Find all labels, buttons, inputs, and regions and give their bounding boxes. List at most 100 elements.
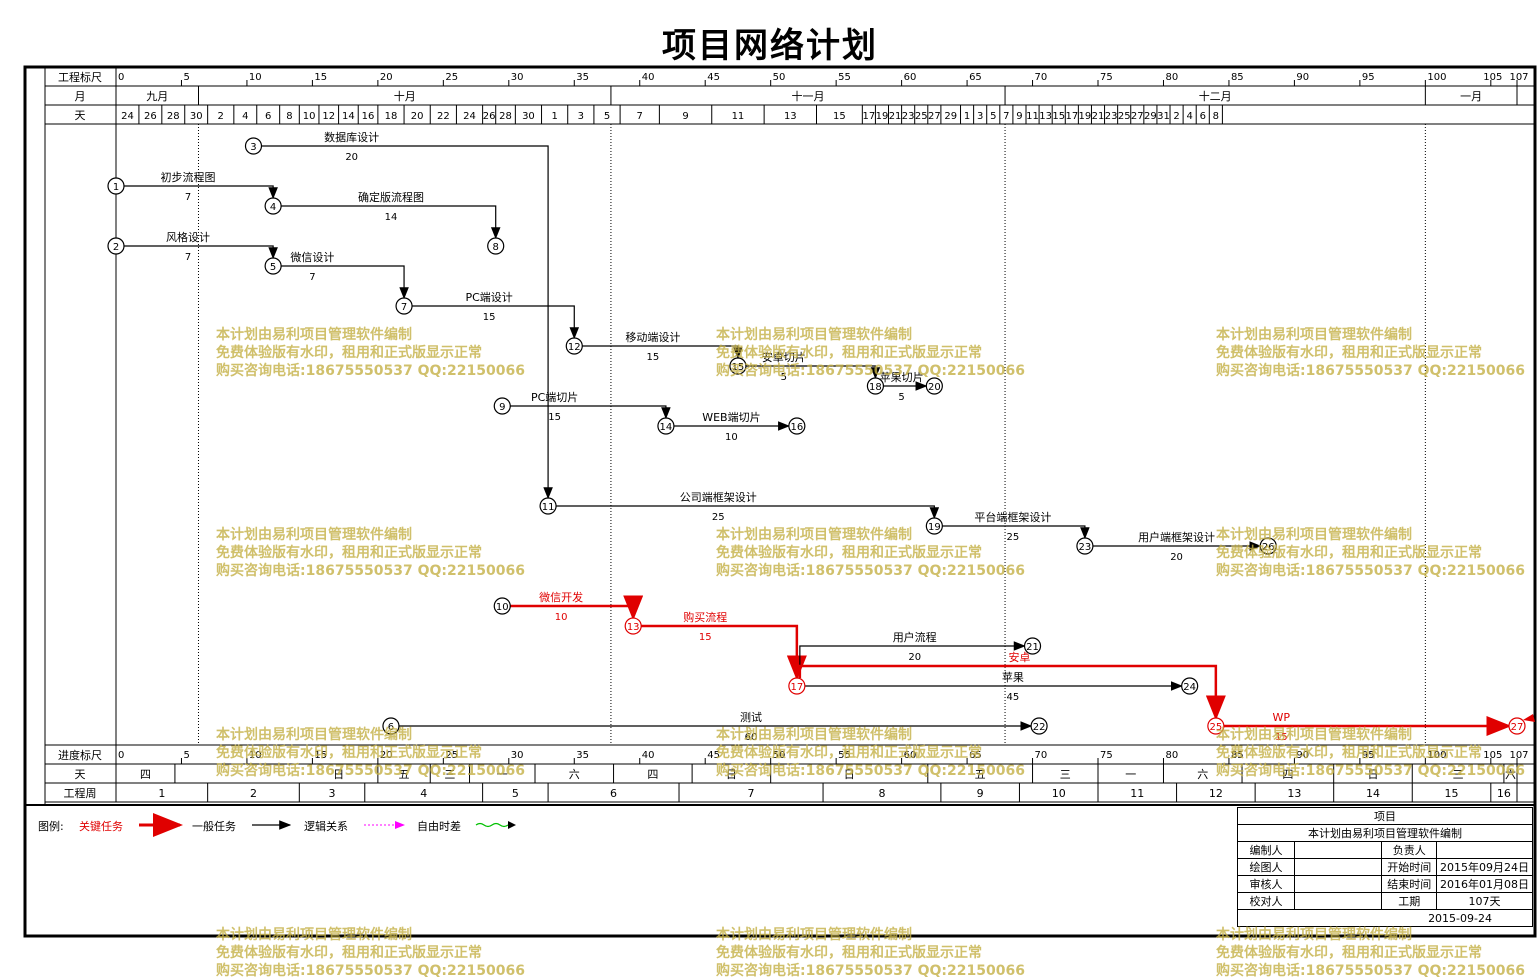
event-node-number: 4 — [270, 202, 276, 213]
day-cell: 26 — [483, 111, 496, 122]
event-node — [107, 177, 125, 195]
event-node-number: 13 — [627, 622, 640, 633]
event-node — [487, 237, 505, 255]
day-cell: 13 — [784, 111, 797, 122]
progress-tick-label: 55 — [838, 750, 851, 761]
event-node — [925, 517, 943, 535]
week-cell: 1 — [158, 787, 165, 800]
task-duration: 15 — [548, 412, 561, 423]
weekday-cell: 六 — [1197, 768, 1208, 781]
progress-tick-label: 60 — [904, 750, 917, 761]
day-cell: 12 — [322, 111, 335, 122]
tb-r3-c0: 校对人 — [1237, 892, 1295, 910]
weekday-cell: 日 — [333, 768, 344, 781]
tb-r1-c1 — [1293, 858, 1383, 876]
progress-tick-label: 15 — [314, 750, 327, 761]
event-node-number: 8 — [493, 242, 499, 253]
task-duration: 7 — [185, 192, 191, 203]
task-arrow — [942, 525, 1090, 540]
task-duration: 5 — [898, 392, 904, 403]
scale-tick-label: 65 — [969, 72, 982, 83]
legend-free-float-sample — [475, 822, 509, 828]
tb-r0-c1 — [1293, 841, 1383, 859]
weekday-label: 天 — [75, 768, 86, 781]
title-block-project: 项目 — [1237, 807, 1533, 825]
week-cell: 3 — [329, 787, 336, 800]
day-cell: 20 — [411, 111, 424, 122]
event-node — [925, 377, 943, 395]
task-arrow — [510, 405, 671, 420]
progress-tick-label: 85 — [1231, 750, 1244, 761]
day-cell: 30 — [190, 111, 203, 122]
event-node-number: 9 — [499, 402, 505, 413]
task-name: 测试 — [740, 711, 762, 724]
event-node-number: 7 — [401, 302, 407, 313]
progress-tick-label: 70 — [1035, 750, 1048, 761]
day-cell: 25 — [1118, 111, 1131, 122]
day-cell: 28 — [167, 111, 180, 122]
week-cell: 16 — [1497, 787, 1511, 800]
weekday-cell: 四 — [647, 768, 658, 781]
scale-tick-label: 45 — [707, 72, 720, 83]
title-block-date: 2015-09-24 — [1237, 909, 1533, 927]
legend-free-float-arrow — [508, 821, 516, 829]
progress-tick-label: 5 — [183, 750, 189, 761]
scale-tick-label: 107 — [1509, 72, 1528, 83]
progress-tick-label: 40 — [642, 750, 655, 761]
event-node-number: 10 — [496, 602, 509, 613]
month-cell: 一月 — [1460, 90, 1482, 103]
day-cell: 16 — [362, 111, 375, 122]
week-cell: 6 — [610, 787, 617, 800]
month-label: 月 — [75, 90, 86, 103]
day-cell: 2 — [1173, 111, 1179, 122]
legend-normal-label: 一般任务 — [192, 820, 236, 833]
day-label: 天 — [75, 109, 86, 122]
tb-r3-c1 — [1293, 892, 1383, 910]
event-node-number: 6 — [388, 722, 394, 733]
task-duration: 20 — [1170, 552, 1183, 563]
weekday-cell: 三 — [444, 768, 455, 781]
event-node — [1181, 677, 1199, 695]
task-name: 平台端框架设计 — [974, 510, 1051, 524]
week-cell: 11 — [1130, 787, 1144, 800]
task-name: 购买流程 — [683, 610, 727, 624]
event-node — [539, 497, 557, 515]
task-duration: 10 — [725, 432, 738, 443]
task-arrow — [412, 305, 580, 340]
event-node — [1023, 637, 1042, 655]
scale-label: 工程标尺 — [58, 70, 102, 84]
task-duration: 45 — [1007, 692, 1020, 703]
day-cell: 10 — [303, 111, 316, 122]
event-node — [1030, 717, 1048, 735]
task-duration: 15 — [699, 632, 712, 643]
weekday-cell: 三 — [1060, 768, 1071, 781]
weekday-cell: 六 — [569, 768, 580, 781]
day-cell: 28 — [499, 111, 512, 122]
day-cell: 22 — [437, 111, 450, 122]
week-cell: 13 — [1287, 787, 1301, 800]
weekday-cell: 日 — [726, 768, 737, 781]
day-cell: 24 — [463, 111, 476, 122]
event-node — [264, 197, 282, 215]
week-cell: 8 — [878, 787, 885, 800]
day-cell: 1 — [964, 111, 970, 122]
event-node — [244, 137, 263, 155]
task-duration: 60 — [745, 732, 758, 743]
task-duration: 5 — [781, 372, 787, 383]
task-duration: 15 — [483, 312, 496, 323]
week-cell: 12 — [1209, 787, 1223, 800]
event-node — [1508, 717, 1526, 735]
task-arrow — [641, 624, 807, 681]
week-cell: 5 — [512, 787, 519, 800]
day-cell: 7 — [637, 111, 643, 122]
task-duration: 20 — [908, 652, 921, 663]
task-arrow — [798, 664, 1226, 721]
event-node-number: 11 — [542, 502, 555, 513]
scale-tick-label: 55 — [838, 72, 851, 83]
event-node-number: 5 — [270, 262, 276, 273]
task-name: 微信设计 — [290, 250, 334, 264]
event-node-number: 12 — [568, 342, 581, 353]
event-node-number: 19 — [928, 522, 941, 533]
task-name: 用户流程 — [893, 630, 937, 644]
day-cell: 29 — [944, 111, 957, 122]
